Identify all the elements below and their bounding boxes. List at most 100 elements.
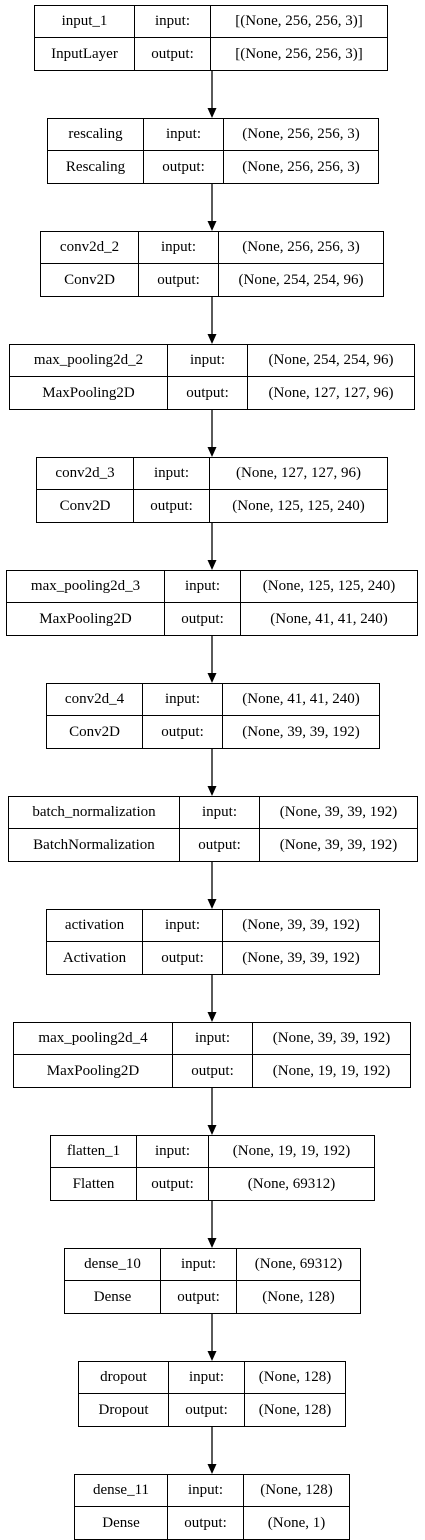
arrow-head-icon — [207, 447, 217, 457]
layer-name: flatten_1 — [51, 1136, 137, 1168]
layer-name: rescaling — [48, 119, 144, 151]
layer-type: Activation — [47, 942, 143, 974]
layer-name: max_pooling2d_3 — [7, 571, 165, 603]
layer-type: Conv2D — [41, 264, 139, 296]
output-label: output: — [137, 1168, 209, 1200]
input-label: input: — [134, 458, 210, 490]
layer-type: Conv2D — [47, 716, 143, 748]
arrow-head-icon — [207, 334, 217, 344]
output-label: output: — [139, 264, 219, 296]
output-label: output: — [143, 716, 223, 748]
output-shape: (None, 39, 39, 192) — [242, 723, 360, 740]
output-shape: (None, 69312) — [247, 1175, 336, 1192]
output-shape: (None, 39, 39, 192) — [242, 949, 360, 966]
output-shape: (None, 128) — [262, 1288, 335, 1305]
input-shape: (None, 39, 39, 192) — [253, 1023, 410, 1055]
layer-name: conv2d_3 — [37, 458, 134, 490]
layer-type: MaxPooling2D — [14, 1055, 173, 1087]
input-label: input: — [144, 119, 224, 151]
layer-name: dense_10 — [65, 1249, 161, 1281]
input-label: input: — [173, 1023, 253, 1055]
arrow-head-icon — [207, 1012, 217, 1022]
input-label: input: — [165, 571, 241, 603]
output-label: output: — [134, 490, 210, 522]
layer-name: max_pooling2d_2 — [10, 345, 168, 377]
layer-type: Dropout — [79, 1394, 169, 1426]
input-shape: (None, 19, 19, 192) — [209, 1136, 374, 1168]
input-shape: (None, 254, 254, 96) — [248, 345, 414, 377]
input-shape: (None, 41, 41, 240) — [223, 684, 379, 716]
layer-name: conv2d_2 — [41, 232, 139, 264]
layer-type: Dense — [65, 1281, 161, 1313]
output-shape: (None, 19, 19, 192) — [272, 1062, 391, 1079]
input-shape: (None, 128) — [244, 1475, 349, 1507]
layer-name: batch_normalization — [9, 797, 180, 829]
arrow-head-icon — [207, 1238, 217, 1248]
input-label: input: — [180, 797, 260, 829]
output-label: output: — [180, 829, 260, 861]
input-shape: (None, 39, 39, 192) — [223, 910, 379, 942]
output-label: output: — [173, 1055, 253, 1087]
arrow-head-icon — [207, 108, 217, 118]
input-label: input: — [168, 345, 248, 377]
output-label: output: — [161, 1281, 237, 1313]
arrow-head-icon — [207, 899, 217, 909]
layer-type: InputLayer — [35, 38, 135, 70]
arrow-head-icon — [207, 1464, 217, 1474]
layer-name: dense_11 — [75, 1475, 168, 1507]
output-shape: (None, 256, 256, 3) — [242, 158, 360, 175]
input-shape: (None, 128) — [245, 1362, 345, 1394]
output-shape: (None, 1) — [267, 1514, 326, 1531]
output-shape: (None, 41, 41, 240) — [270, 610, 388, 627]
layer-type: MaxPooling2D — [7, 603, 165, 635]
output-label: output: — [169, 1394, 245, 1426]
layer-type: Conv2D — [37, 490, 134, 522]
input-shape: (None, 125, 125, 240) — [241, 571, 417, 603]
input-label: input: — [168, 1475, 244, 1507]
layer-name: dropout — [79, 1362, 169, 1394]
layer-name: activation — [47, 910, 143, 942]
input-shape: (None, 69312) — [237, 1249, 360, 1281]
input-shape: (None, 39, 39, 192) — [260, 797, 417, 829]
output-label: output: — [168, 377, 248, 409]
arrow-head-icon — [207, 1125, 217, 1135]
layer-type: BatchNormalization — [9, 829, 180, 861]
input-shape: (None, 127, 127, 96) — [210, 458, 387, 490]
input-label: input: — [169, 1362, 245, 1394]
arrow-head-icon — [207, 1351, 217, 1361]
output-shape: (None, 125, 125, 240) — [232, 497, 365, 514]
output-shape: (None, 128) — [258, 1401, 332, 1418]
arrow-head-icon — [207, 673, 217, 683]
input-label: input: — [137, 1136, 209, 1168]
input-label: input: — [139, 232, 219, 264]
output-label: output: — [144, 151, 224, 183]
output-shape: [(None, 256, 256, 3)] — [235, 45, 363, 62]
output-shape: (None, 39, 39, 192) — [279, 836, 398, 853]
input-label: input: — [135, 6, 211, 38]
layer-name: input_1 — [35, 6, 135, 38]
output-label: output: — [168, 1507, 244, 1539]
arrow-head-icon — [207, 786, 217, 796]
input-label: input: — [143, 684, 223, 716]
input-shape: [(None, 256, 256, 3)] — [211, 6, 387, 38]
output-shape: (None, 254, 254, 96) — [238, 271, 364, 288]
layer-type: MaxPooling2D — [10, 377, 168, 409]
output-label: output: — [165, 603, 241, 635]
layer-type: Rescaling — [48, 151, 144, 183]
output-label: output: — [135, 38, 211, 70]
